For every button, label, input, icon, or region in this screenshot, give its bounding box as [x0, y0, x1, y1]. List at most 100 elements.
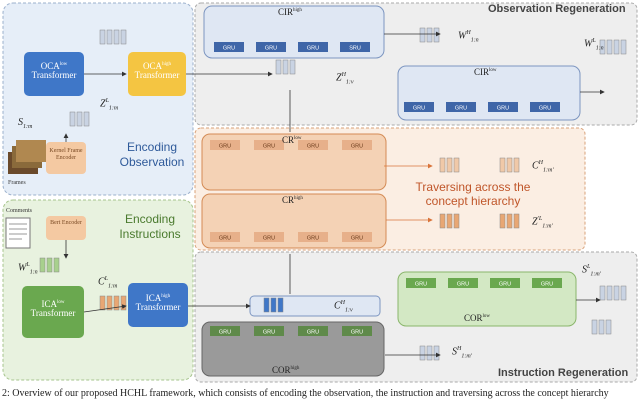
- cr-low-unit: [342, 140, 372, 150]
- var-c-high-mid: CH1:v: [334, 300, 353, 314]
- cor-high-unit-label: GRU: [263, 330, 275, 336]
- ica-low-label: ICAlow Transformer: [30, 299, 76, 318]
- cir-low-unit: [446, 102, 476, 112]
- cor-high-unit-label: GRU: [307, 330, 319, 336]
- cr-high-unit: [298, 232, 328, 242]
- w-low-top-stack: [613, 39, 620, 55]
- s-high-out-stack: [419, 345, 426, 361]
- c-high-top-stack: [439, 157, 446, 173]
- var-z-low-top: Z'L1:m': [532, 216, 553, 230]
- cr-high-unit-label: GRU: [219, 236, 231, 242]
- w-low-stack: [46, 257, 53, 273]
- cir-low-unit-label: GRU: [455, 106, 467, 112]
- cr-low-unit-label: GRU: [263, 144, 275, 150]
- cor-low-unit: [490, 278, 520, 288]
- c-high-top-stack: [453, 157, 460, 173]
- frames-image-stack: [8, 140, 46, 174]
- cir-low-unit: [488, 102, 518, 112]
- cor-high-label: CORhigh: [272, 365, 300, 375]
- z-low-top-stack: [439, 213, 446, 229]
- connectors: [63, 31, 605, 358]
- w-low-top-stack: [606, 39, 613, 55]
- s-high-out-stack: [426, 345, 433, 361]
- cir-high-unit-label: SRU: [349, 46, 361, 52]
- cir-high-unit-label: GRU: [223, 46, 235, 52]
- z-high-stack: [289, 59, 296, 75]
- z-low-top-stack: [446, 213, 453, 229]
- traversing-text: Traversing across the concept hierarchy: [415, 180, 531, 209]
- cor-high-block: [201, 321, 385, 377]
- cor-low-unit-label: GRU: [541, 282, 553, 288]
- z-high-stack: [282, 59, 289, 75]
- cor-high-unit-label: GRU: [219, 330, 231, 336]
- comments-document-icon: [5, 217, 31, 249]
- bert-encoder-label: Bert Encoder: [50, 220, 82, 226]
- cr-low-block: [201, 133, 387, 191]
- w-low-stack: [39, 257, 46, 273]
- cr-low-unit: [298, 140, 328, 150]
- c-high-mid-stack: [270, 297, 277, 313]
- var-w-low-top: WL1:n: [584, 38, 604, 52]
- s-low-stack: [69, 111, 76, 127]
- cr-high-unit: [210, 232, 240, 242]
- s-low-out-stack: [606, 285, 613, 301]
- z-low-stack: [120, 29, 127, 45]
- cir-low-unit: [404, 102, 434, 112]
- instruction-regeneration-title: Instruction Regeneration: [498, 367, 629, 379]
- s-right-stack: [598, 319, 605, 335]
- var-s-low: S1:m: [18, 117, 33, 131]
- oca-low-transformer: [24, 52, 84, 96]
- c-high-top-stack-b: [513, 157, 520, 173]
- w-high-stack: [433, 27, 440, 43]
- cor-low-unit: [406, 278, 436, 288]
- oca-low-label: OCAlow Transformer: [31, 61, 77, 80]
- c-high-mid-stack: [277, 297, 284, 313]
- var-w-high: WH1:n: [458, 30, 479, 44]
- z-low-top-stack-b: [513, 213, 520, 229]
- oca-low-transformer-text: Transformer: [31, 70, 77, 80]
- kernel-frame-encoder-label: Kernel Frame Encoder: [49, 148, 83, 162]
- cor-high-unit: [254, 326, 284, 336]
- c-low-stack: [106, 295, 113, 311]
- w-high-stack: [426, 27, 433, 43]
- w-low-top-stack: [620, 39, 627, 55]
- s-low-out-stack: [620, 285, 627, 301]
- cir-high-unit: [256, 42, 286, 52]
- cr-low-unit-label: GRU: [351, 144, 363, 150]
- bert-encoder: [46, 216, 86, 240]
- cr-low-label: CRlow: [282, 135, 302, 145]
- cor-low-unit: [532, 278, 562, 288]
- s-right-stack: [605, 319, 612, 335]
- var-z-high: ZH1:v: [336, 72, 354, 86]
- ica-low-transformer: [22, 286, 84, 338]
- cr-low-unit-label: GRU: [219, 144, 231, 150]
- cir-high-unit-label: GRU: [265, 46, 277, 52]
- c-high-mid-bar: [249, 295, 381, 317]
- s-low-out-stack: [599, 285, 606, 301]
- cir-low-label: CIRlow: [474, 67, 497, 77]
- cir-low-unit-label: GRU: [539, 106, 551, 112]
- w-low-stack: [53, 257, 60, 273]
- cr-high-unit-label: GRU: [263, 236, 275, 242]
- var-w-low: WL1:n: [18, 262, 38, 276]
- var-s-low-out: SL1:m': [582, 264, 601, 278]
- frames-label: Frames: [8, 180, 26, 186]
- w-high-stack: [419, 27, 426, 43]
- encoding-observation-title: Encoding Observation: [112, 140, 192, 170]
- cir-high-unit-label: GRU: [307, 46, 319, 52]
- encoding-observation-text: Encoding Observation: [119, 140, 185, 169]
- cor-high-unit: [298, 326, 328, 336]
- w-low-top-stack: [599, 39, 606, 55]
- kernel-frame-encoder: [46, 142, 86, 174]
- cir-high-unit: [298, 42, 328, 52]
- cr-high-label: CRhigh: [282, 195, 303, 205]
- cr-high-unit-label: GRU: [351, 236, 363, 242]
- oca-high-transformer-text: Transformer: [134, 70, 180, 80]
- c-low-stack: [113, 295, 120, 311]
- c-low-stack: [99, 295, 106, 311]
- oca-high-label: OCAhigh Transformer: [134, 61, 180, 80]
- c-high-top-stack-b: [499, 157, 506, 173]
- z-low-top-stack-b: [506, 213, 513, 229]
- cor-low-label: CORlow: [464, 313, 491, 323]
